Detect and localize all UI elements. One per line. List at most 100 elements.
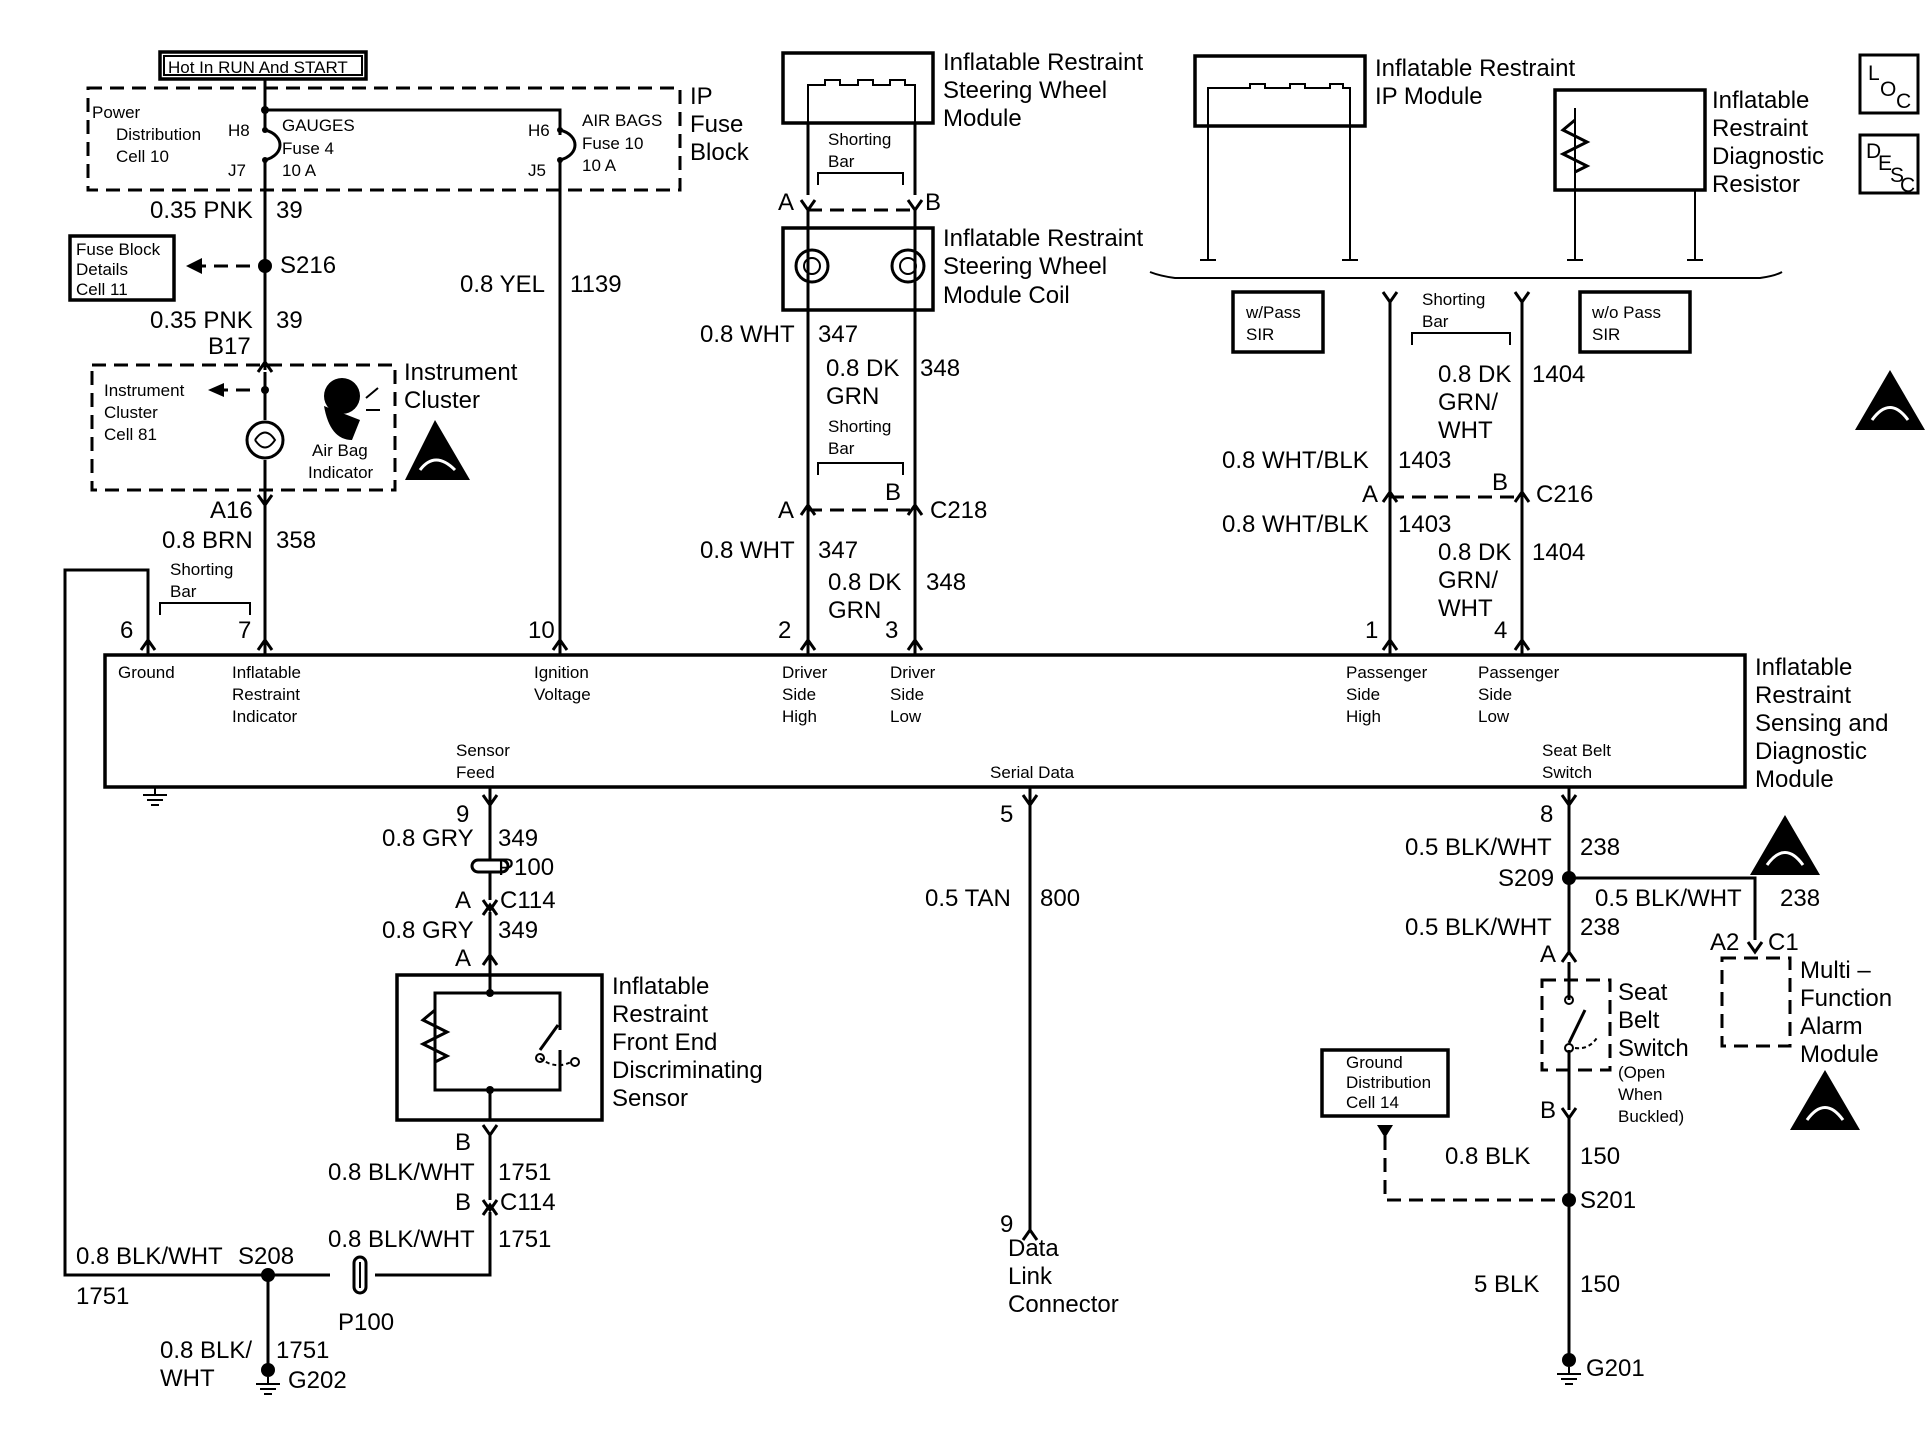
diagram-label: 10 A [282,161,317,180]
diagram-label: Instrument [404,359,518,386]
diagram-label: AIR BAGS [582,111,662,130]
diagram-label: Low [1478,707,1510,726]
diagram-label: J7 [228,161,246,180]
w-pass-sir-box: w/Pass SIR [1231,290,1325,354]
diagram-label: Cell 81 [104,425,157,444]
diagram-label: Restraint [1712,115,1808,142]
diagram-label: Bar [1422,312,1449,331]
seat-belt-switch: Seat Belt Switch (Open When Buckled) [1540,962,1689,1126]
diagram-label: 0.8 WHT [700,537,795,564]
diagram-label: Function [1800,985,1892,1012]
diagram-label: Block [690,139,750,166]
diagram-label: 0.5 BLK/WHT [1595,885,1742,912]
diagram-label: C [1900,174,1915,197]
diagram-label: Switch [1618,1035,1689,1062]
diagram-label: 0.8 BLK/WHT [76,1243,223,1270]
diagram-label: w/o Pass [1591,303,1661,322]
diagram-label: Buckled) [1618,1107,1684,1126]
diagram-label: Cell 14 [1346,1093,1399,1112]
diagram-label: Fuse 10 [582,134,643,153]
diagram-label: 150 [1580,1271,1620,1298]
diagram-label: S216 [280,252,336,279]
diagram-label: G201 [1586,1355,1645,1382]
diagram-label: E [1878,152,1892,175]
diagram-label: H8 [228,121,250,140]
sensing-diagnostic-module: Inflatable Restraint Sensing and Diagnos… [103,653,1888,793]
diagram-label: C [1896,90,1911,113]
diagram-label: C218 [930,497,987,524]
diagram-label: Restraint [232,685,300,704]
diagram-label: B [1492,469,1508,496]
p100-upper-symbol [470,858,510,874]
diagram-label: GAUGES [282,116,355,135]
diagram-label: 0.8 WHT/BLK [1222,511,1369,538]
airbag-person-icon [324,378,380,440]
front-end-discriminating-sensor: Inflatable Restraint Front End Discrimin… [395,965,763,1122]
diagram-label: G202 [288,1367,347,1394]
diagram-label: WHT [160,1365,215,1392]
diagram-label: Belt [1618,1007,1660,1034]
esd-icon-cluster [405,420,470,480]
diagram-label: 10 [528,617,555,644]
diagram-label: High [1346,707,1381,726]
diagram-label: C114 [500,887,556,914]
diagram-label: 0.8 DK [826,355,899,382]
diagram-label: B [925,189,941,216]
steering-wheel-module-coil: Inflatable Restraint Steering Wheel Modu… [781,225,1143,312]
diagram-label: A16 [210,497,253,524]
diagram-label: D [1866,140,1881,163]
diagram-label: (Open [1618,1063,1665,1082]
diagram-label: S [1890,164,1904,187]
diagram-label: B [885,479,901,506]
diagram-label: Distribution [1346,1073,1431,1092]
diagram-label: Inflatable [232,663,301,682]
diagram-label: 0.8 WHT [700,321,795,348]
diagram-label: 9 [1000,1211,1013,1238]
diagram-label: 347 [818,537,858,564]
diagram-label: Module [1755,766,1834,793]
diagram-label: 0.8 BRN [162,527,253,554]
diagram-label: WHT [1438,595,1493,622]
diagram-label: Module Coil [943,282,1070,309]
ground-g201-symbol [1557,1353,1581,1385]
diagram-label: Side [1346,685,1380,704]
steering-wheel-module: Inflatable Restraint Steering Wheel Modu… [781,49,1143,132]
diagram-label: 39 [276,307,303,334]
diagram-label: Data [1008,1235,1059,1262]
diagram-label: Multi – [1800,957,1871,984]
diagram-label: 1403 [1398,447,1451,474]
diagram-label: Voltage [534,685,591,704]
diagram-label: S201 [1580,1187,1636,1214]
diagram-label: P100 [498,854,554,881]
diagram-label: 238 [1580,914,1620,941]
diagram-label: Ignition [534,663,589,682]
diagram-label: Sensor [612,1085,688,1112]
diagram-label: Link [1008,1263,1053,1290]
diagram-label: A [455,887,471,914]
ground-distribution-box: Ground Distribution Cell 14 [1320,1048,1450,1118]
p100-lower-symbol [352,1255,368,1295]
diagram-label: 5 [1000,801,1013,828]
diagram-label: A [455,945,471,972]
diagram-label: 1 [1365,617,1378,644]
diagram-label: Inflatable Restraint [1375,55,1575,82]
diagram-label: Feed [456,763,495,782]
diagram-label: B [1540,1097,1556,1124]
diagram-label: Connector [1008,1291,1119,1318]
diagram-label: 348 [926,569,966,596]
diagram-label: 1751 [498,1226,551,1253]
diagram-label: 2 [778,617,791,644]
diagram-label: C114 [500,1189,556,1216]
diagram-label: Switch [1542,763,1592,782]
diagram-label: Inflatable Restraint [943,225,1143,252]
diagram-label: 5 BLK [1474,1271,1539,1298]
diagram-label: 238 [1580,834,1620,861]
diagram-label: Bar [828,152,855,171]
diagram-label: Cluster [404,387,480,414]
diagram-label: Seat Belt [1542,741,1611,760]
diagram-label: 0.5 BLK/WHT [1405,914,1552,941]
diagram-label: Serial Data [990,763,1075,782]
fuse-10-symbol [557,127,577,163]
diagram-label: Distribution [116,125,201,144]
diagram-label: 0.8 DK [1438,539,1511,566]
